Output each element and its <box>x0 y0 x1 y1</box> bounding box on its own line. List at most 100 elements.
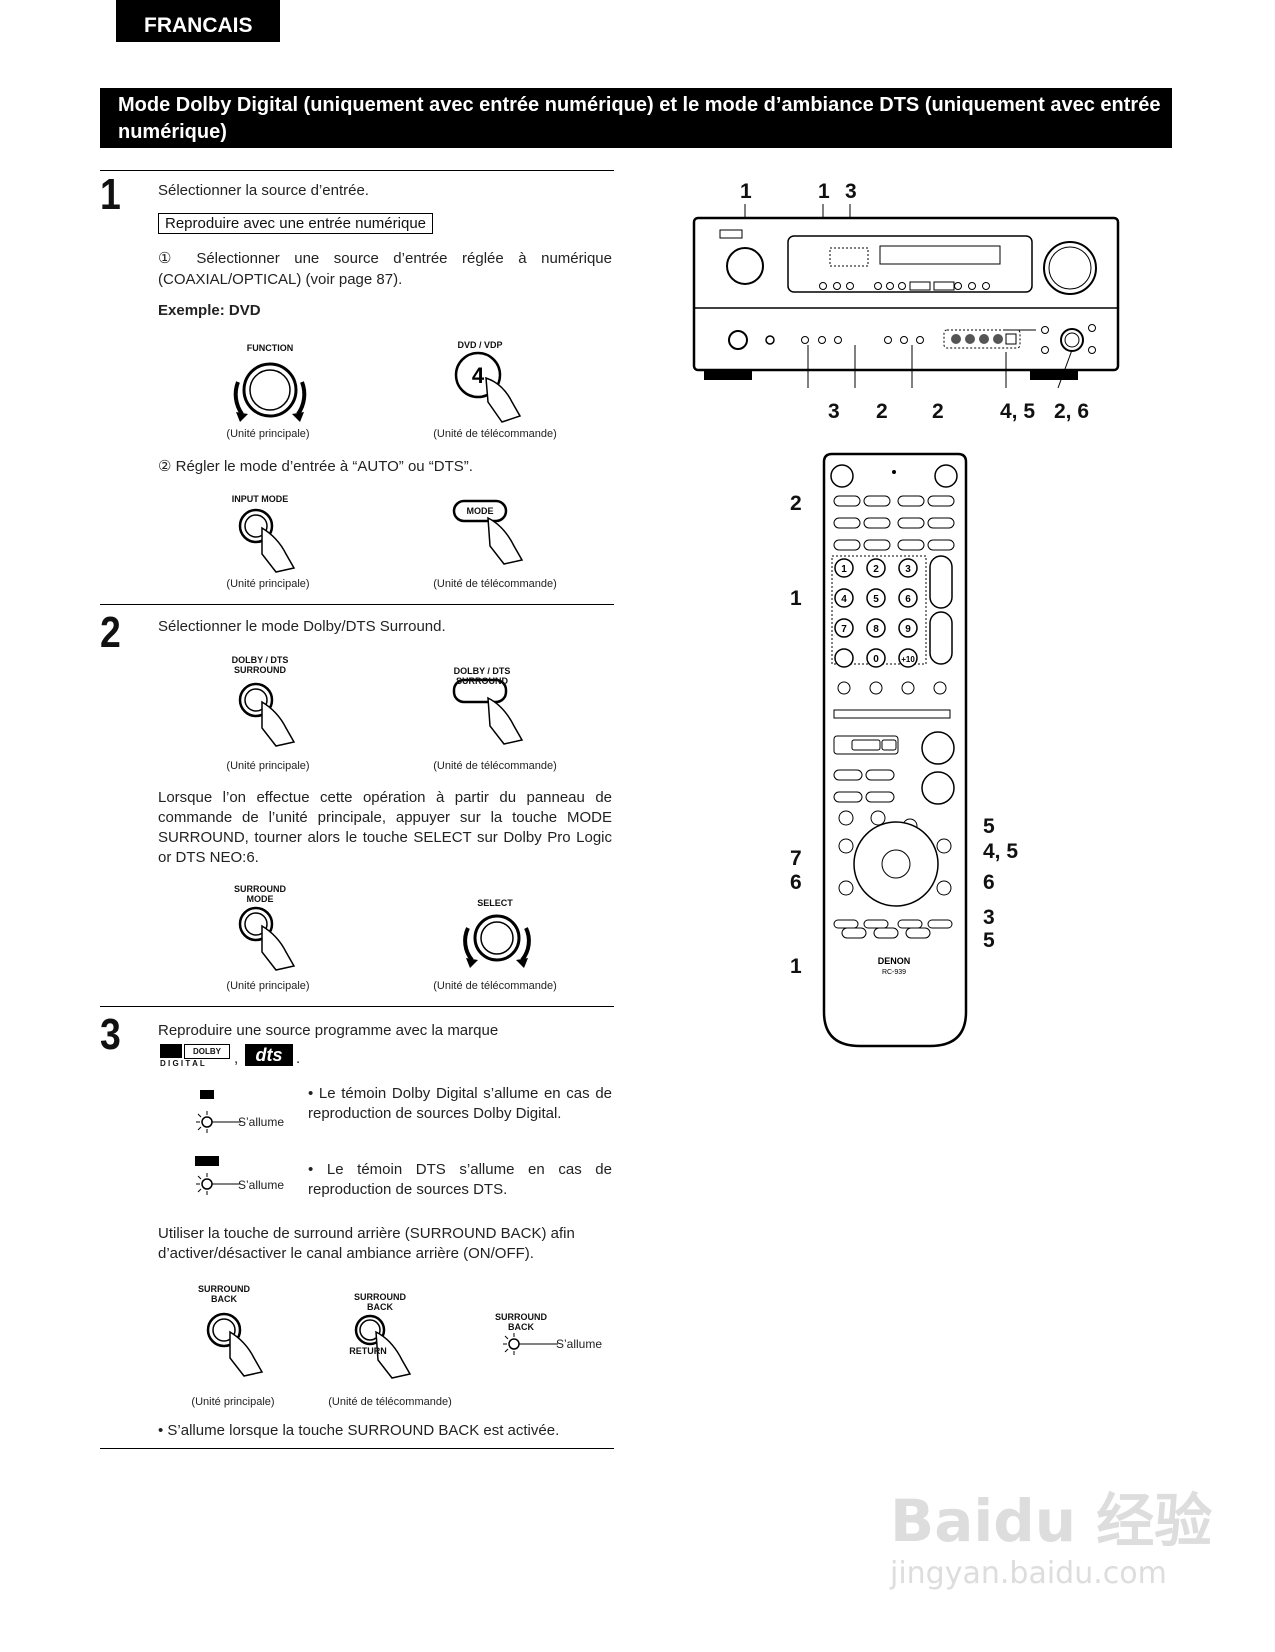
callout: 2, 6 <box>1054 400 1090 423</box>
caption-remote: (Unité de télécommande) <box>433 428 557 440</box>
divider <box>100 170 614 171</box>
caption-main-unit: (Unité principale) <box>226 428 310 440</box>
callout: 2 <box>790 492 802 515</box>
watermark-url: jingyan.baidu.com <box>890 1556 1167 1591</box>
step-3-number: 3 <box>100 1010 121 1059</box>
divider <box>100 1006 614 1007</box>
surround-back-remote-label: SURROUND BACK <box>353 1292 406 1312</box>
step-1-number: 1 <box>100 170 121 219</box>
callout: 6 <box>983 871 995 894</box>
callout: 3 <box>828 400 840 423</box>
surround-back-label: SURROUND BACK <box>197 1284 250 1304</box>
dolby-dts-remote-label: DOLBY / DTS SURROUND <box>453 666 511 686</box>
step-2-paragraph: Lorsque l’on effectue cette opération à … <box>158 789 612 866</box>
dolby-dts-label: DOLBY / DTS SURROUND <box>231 655 289 675</box>
input-mode-button-icon <box>238 508 296 573</box>
callout: 2 <box>876 400 888 423</box>
key-label: 2 <box>873 564 879 575</box>
bullet-dolby: • Le témoin Dolby Digital s’allume en ca… <box>308 1085 612 1122</box>
mode-label: MODE <box>466 506 494 516</box>
receiver-front-panel <box>692 204 1120 389</box>
caption-remote: (Unité de télécommande) <box>433 980 557 992</box>
caption-main-unit: (Unité principale) <box>191 1396 275 1408</box>
dts-logo: dts <box>245 1044 293 1066</box>
callout: 3 <box>983 906 995 929</box>
step-3-text: Reproduire une source programme avec la … <box>158 1022 499 1039</box>
callout: 4, 5 <box>983 840 1019 863</box>
dts-indicator-icon <box>195 1156 219 1166</box>
indicator-label: S’allume <box>238 1115 285 1129</box>
section-title: Mode Dolby Digital (uniquement avec entr… <box>100 88 1172 148</box>
step-3-note: • S’allume lorsque la touche SURROUND BA… <box>158 1422 560 1439</box>
caption-remote: (Unité de télécommande) <box>433 760 557 772</box>
step-2-text: Sélectionner le mode Dolby/DTS Surround. <box>158 618 446 635</box>
key-label: 7 <box>841 624 847 635</box>
caption-remote: (Unité de télécommande) <box>433 578 557 590</box>
digital-logo-text: D I G I T A L <box>160 1059 205 1068</box>
lamp-lit-icon <box>196 1173 241 1195</box>
dolby-dts-button-icon <box>238 682 296 747</box>
remote-model: RC-939 <box>882 969 906 976</box>
digital-input-box: Reproduire avec une entrée numérique <box>158 213 433 234</box>
callout: 5 <box>983 929 995 952</box>
select-knob-icon <box>463 914 531 968</box>
callout: 1 <box>790 587 802 610</box>
dvd-vdp-label: DVD / VDP <box>457 340 503 350</box>
callout: 1 <box>790 955 802 978</box>
return-label: RETURN <box>349 1346 387 1356</box>
key-label: +10 <box>901 655 915 664</box>
callout: 2 <box>932 400 944 423</box>
function-knob-icon <box>233 362 307 422</box>
key-label: 0 <box>873 654 879 665</box>
key-label: 1 <box>841 564 847 575</box>
divider <box>100 1448 614 1449</box>
callout: 6 <box>790 871 802 894</box>
surround-back-button-icon <box>206 1312 264 1377</box>
callout: 7 <box>790 847 802 870</box>
divider <box>100 604 614 605</box>
svg-text:4: 4 <box>472 363 485 388</box>
caption-main-unit: (Unité principale) <box>226 760 310 772</box>
remote-surround-back-button-icon <box>354 1314 412 1379</box>
surround-mode-button-icon <box>238 906 296 971</box>
example-label: Exemple: DVD <box>158 302 261 319</box>
remote-dolby-dts-button-icon <box>452 678 524 745</box>
comma: , <box>234 1050 239 1067</box>
key-label: 3 <box>905 564 911 575</box>
lamp-lit-icon <box>503 1333 558 1355</box>
watermark-brand: Baidu 经验 <box>890 1487 1213 1555</box>
indicator-label: S’allume <box>556 1337 603 1351</box>
callout: 1 <box>740 180 752 203</box>
dolby-logo-text: DOLBY <box>184 1044 230 1059</box>
key-label: 9 <box>905 624 911 635</box>
callout: 3 <box>845 180 857 203</box>
key-label: 6 <box>905 594 911 605</box>
step-1-text: Sélectionner la source d’entrée. <box>158 182 369 199</box>
surround-back-indicator-label: SURROUND BACK <box>494 1312 547 1332</box>
period: . <box>296 1050 301 1067</box>
key-label: 5 <box>873 594 879 605</box>
key-label: 8 <box>873 624 879 635</box>
step-2-number: 2 <box>100 608 121 657</box>
caption-remote: (Unité de télécommande) <box>328 1396 452 1408</box>
input-mode-label: INPUT MODE <box>231 494 289 504</box>
caption-main-unit: (Unité principale) <box>226 980 310 992</box>
language-tab: FRANCAIS <box>116 0 280 42</box>
callout: 4, 5 <box>1000 400 1036 423</box>
remote-mode-button-icon <box>452 499 524 565</box>
select-label: SELECT <box>477 898 513 908</box>
key-label: 4 <box>841 594 847 605</box>
callout: 5 <box>983 815 995 838</box>
remote-control: 1 2 3 4 5 6 7 8 9 0 +10 DENON RC-939 <box>822 452 968 1048</box>
step-3-paragraph: Utiliser la touche de surround arrière (… <box>158 1225 575 1262</box>
indicator-label: S’allume <box>238 1178 285 1192</box>
dolby-digital-logo: DOLBY D I G I T A L <box>160 1044 230 1069</box>
bullet-dts: • Le témoin DTS s’allume en cas de repro… <box>308 1161 612 1198</box>
step-1-sub-1: ① Sélectionner une source d’entrée réglé… <box>158 250 612 288</box>
remote-key-4-icon: 4 <box>454 351 522 423</box>
surround-mode-label: SURROUND MODE <box>233 884 286 904</box>
dolby-indicator-icon <box>200 1090 214 1099</box>
callout: 1 <box>818 180 830 203</box>
caption-main-unit: (Unité principale) <box>226 578 310 590</box>
step-1-sub-2: ② Régler le mode d’entrée à “AUTO” ou “D… <box>158 458 473 475</box>
